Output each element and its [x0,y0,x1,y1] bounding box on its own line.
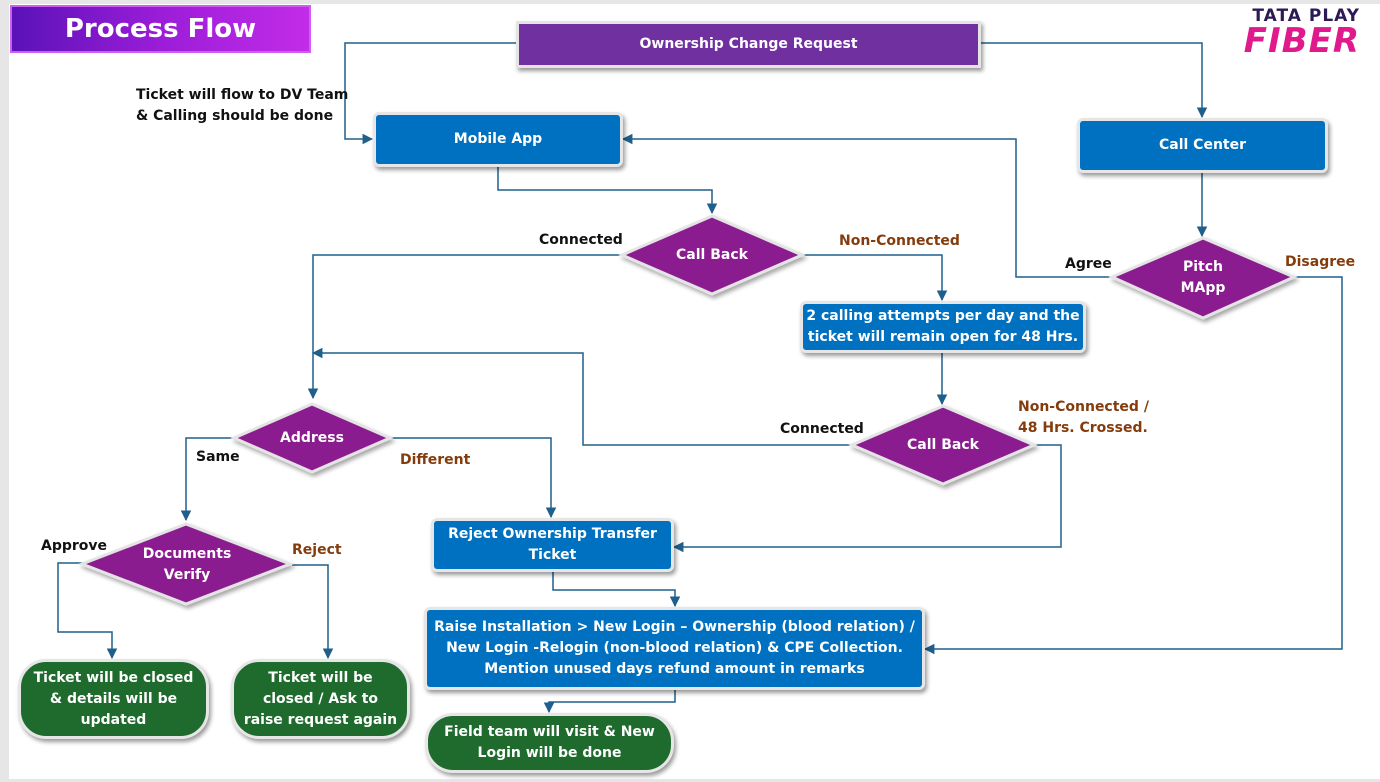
page-title: Process Flow [10,5,311,53]
ownership-change-request: Ownership Change Request [516,21,981,68]
bottom-border [0,779,1380,782]
connector-callback2-nonconnected-to-reject [672,444,1062,553]
calling-attempts-node: 2 calling attempts per day and the ticke… [800,301,1086,353]
logo-line-2: FIBER [1243,21,1360,61]
connector-raise-to-field [543,690,676,714]
label-connected-1: Connected [539,232,623,248]
label-reject: Reject [292,542,342,558]
call-back-1-label: Call Back [676,246,748,263]
connector-reject-to-raise [552,572,681,608]
ticket-closed-raise-again-node: Ticket will be closed / Ask to raise req… [231,659,410,739]
diamond-address [230,402,394,474]
label-non-connected-1: Non-Connected [839,233,960,249]
label-disagree: Disagree [1285,254,1356,270]
left-border [0,0,9,782]
connector-docs-reject-to-raise-again [292,564,334,660]
brand-logo: TATA PLAY FIBER [1243,6,1360,61]
label-different: Different [400,452,471,468]
connector-address-same-to-docs [180,437,235,522]
connector-pitch-disagree-to-raise [923,276,1343,655]
address-label: Address [280,429,344,446]
ticket-closed-updated-node: Ticket will be closed & details will be … [18,659,209,739]
dv-team-note: Ticket will flow to DV Team & Calling sh… [136,87,349,124]
connector-callback2-connected-to-address [311,347,852,446]
mobile-app-node: Mobile App [373,112,623,167]
documents-verify-label: Documents Verify [142,546,232,583]
raise-installation-node: Raise Installation > New Login – Ownersh… [424,607,925,690]
connector-docs-approve-to-closed [57,562,118,660]
diamond-call-back-1 [618,214,806,296]
diamond-documents-verify [77,522,295,606]
label-connected-2: Connected [780,421,864,437]
connector-mobile-to-callback [497,167,718,215]
logo-line-1: TATA PLAY [1252,6,1360,26]
call-center-node: Call Center [1077,118,1328,173]
label-same: Same [196,449,240,465]
connector-callback-nonconnected-to-attempts [802,254,948,302]
call-back-2-label: Call Back [907,436,979,453]
top-border [0,0,1380,4]
diamond-call-back-2 [848,404,1038,486]
pitch-mapp-label: Pitch MApp [1180,259,1226,296]
label-approve: Approve [41,538,108,554]
diamond-pitch-mapp [1108,236,1298,320]
reject-ownership-node: Reject Ownership Transfer Ticket [431,518,674,572]
connector-request-to-mobile [344,42,517,145]
label-agree: Agree [1065,256,1112,272]
field-team-visit-node: Field team will visit & New Login will b… [425,713,674,773]
connector-address-different-to-reject [390,437,557,519]
connector-callback-connected-to-address [307,254,622,400]
connector-pitch-agree-to-mobile [621,133,1113,278]
connector-request-to-callcenter [980,42,1208,119]
label-non-connected-48hrs: Non-Connected / 48 Hrs. Crossed. [1018,399,1149,436]
